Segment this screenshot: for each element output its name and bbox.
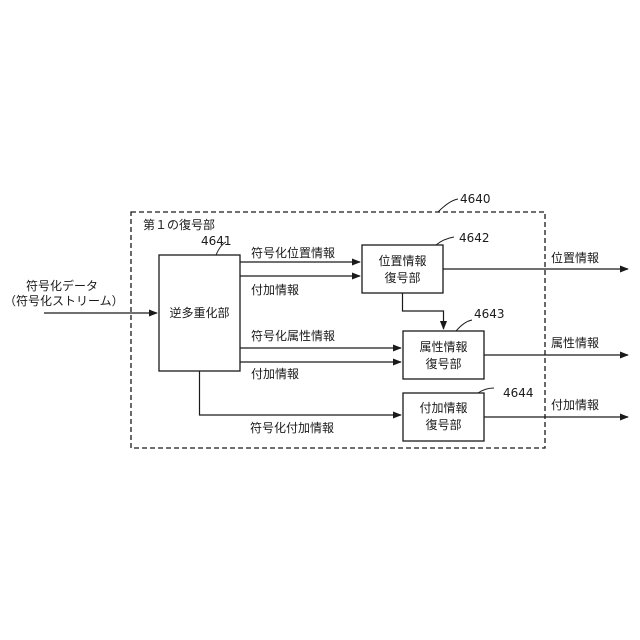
ref-4641: 4641 [201,234,232,248]
ref-4643-leader [456,320,472,331]
ref-4643: 4643 [474,307,505,321]
position-decoder-line2: 復号部 [384,270,420,285]
ref-4642-leader [436,237,454,245]
output-additional-label: 付加情報 [551,398,599,412]
demux-label: 逆多重化部 [169,305,229,320]
position-decoder-line1: 位置情報 [378,253,426,268]
output-attribute-label: 属性情報 [551,336,599,350]
attribute-decoder-line1: 属性情報 [419,340,467,354]
arrow-position-to-attribute [403,293,444,329]
first-decoder-title: 第１の復号部 [143,217,215,232]
input-label-line1: 符号化データ [26,278,98,293]
position-decoder-box [362,245,443,293]
ref-4640-leader [438,199,458,212]
edge-label-enc-attribute: 符号化属性情報 [251,328,335,343]
ref-4644-leader [478,388,494,393]
additional-decoder-line2: 復号部 [425,417,461,432]
edge-label-enc-additional: 符号化付加情報 [250,420,334,435]
additional-decoder-line1: 付加情報 [419,401,467,415]
output-position-label: 位置情報 [551,250,599,265]
input-label-line2: （符号化ストリーム） [4,293,124,308]
edge-label-additional-2: 付加情報 [251,367,299,381]
edge-label-enc-position: 符号化位置情報 [251,245,335,260]
ref-4642: 4642 [459,231,490,245]
ref-4644: 4644 [503,386,534,400]
attribute-decoder-box [403,331,484,379]
arrow-enc-additional [200,371,402,415]
edge-label-additional-1: 付加情報 [251,283,299,297]
ref-4640: 4640 [460,192,491,206]
attribute-decoder-line2: 復号部 [425,356,461,371]
